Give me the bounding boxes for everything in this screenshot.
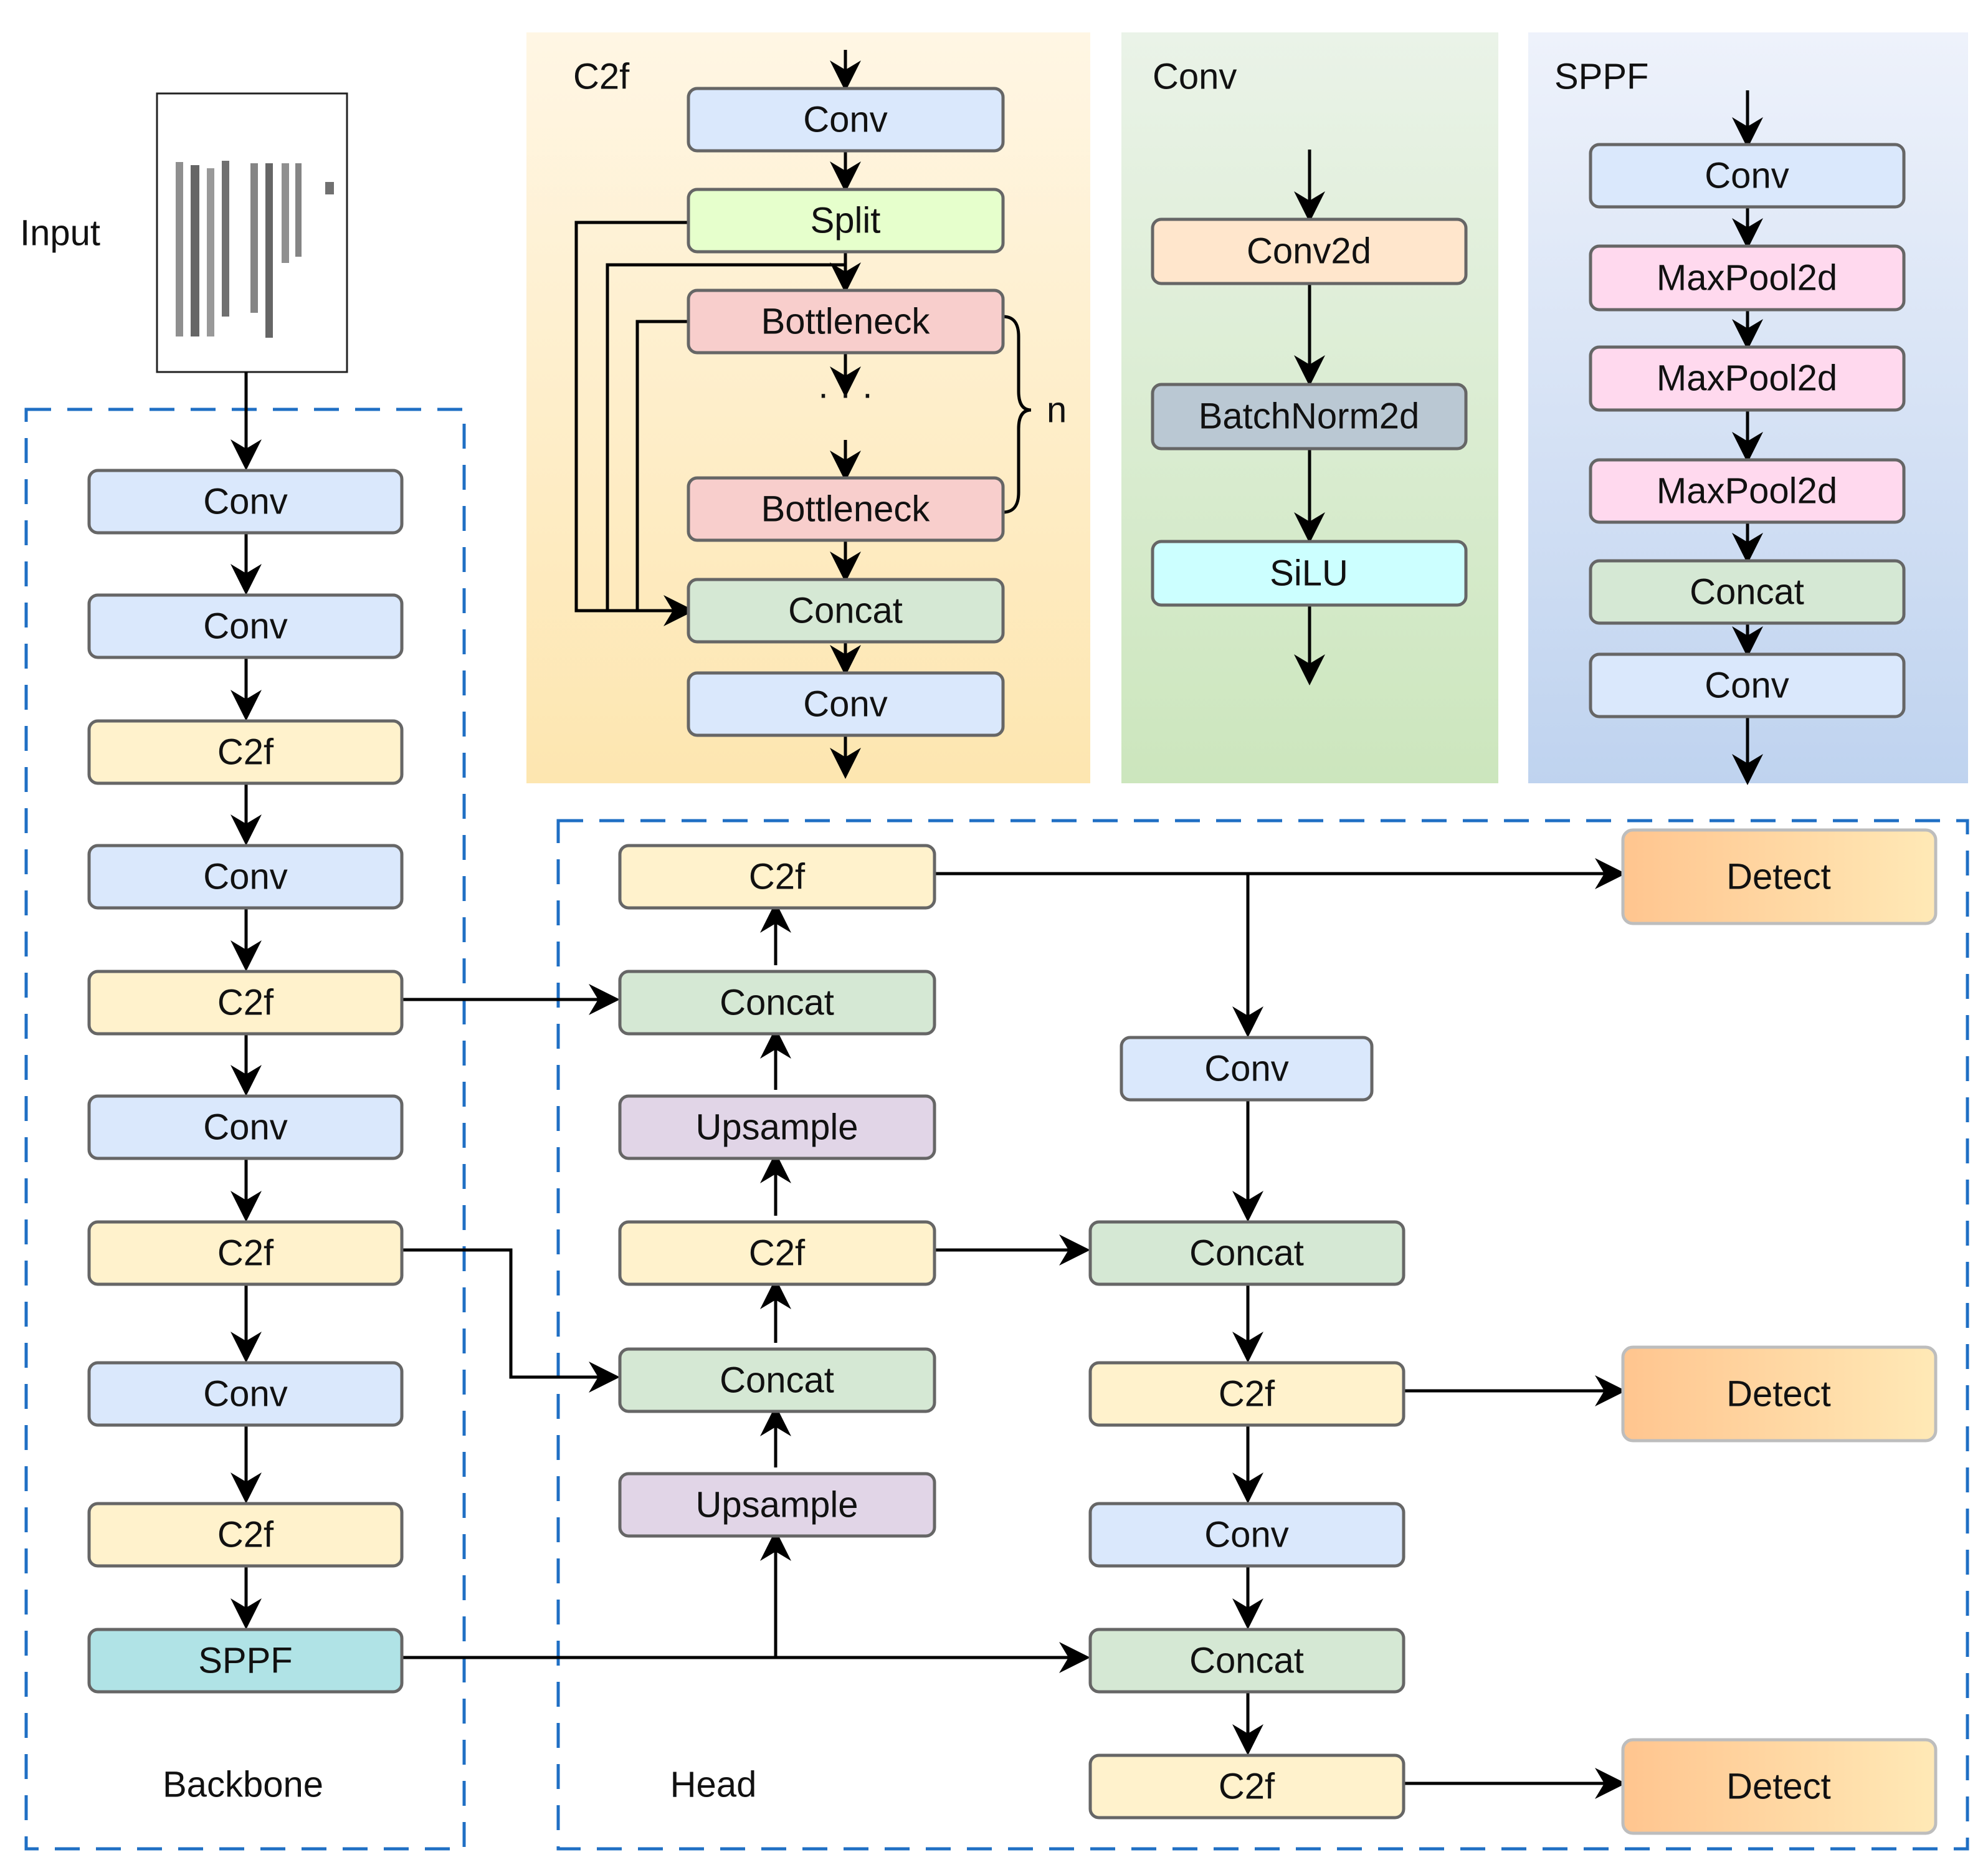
head-right-c2f-bottom: C2f [1088, 1753, 1405, 1820]
backbone-node-c2f-2: C2f [87, 970, 404, 1036]
sppf-panel-conv-bottom: Conv [1589, 652, 1906, 718]
svg-text:Concat: Concat [720, 983, 834, 1023]
head-left-concat-top: Concat [618, 970, 936, 1036]
sppf-panel-title: SPPF [1554, 57, 1649, 97]
svg-text:C2f: C2f [217, 983, 274, 1023]
svg-text:Conv: Conv [803, 100, 887, 140]
c2f-panel-title: C2f [573, 57, 630, 97]
sppf-panel-conv-top: Conv [1589, 143, 1906, 209]
head-right-concat-mid: Concat [1088, 1220, 1405, 1286]
svg-text:Conv: Conv [203, 857, 287, 897]
svg-text:Conv: Conv [203, 1374, 287, 1414]
sppf-panel-maxpool2d-2: MaxPool2d [1589, 345, 1906, 412]
head-label: Head [670, 1765, 757, 1805]
conv-panel-batchnorm2d: BatchNorm2d [1151, 383, 1468, 451]
conv-panel-title: Conv [1153, 57, 1237, 97]
svg-text:Concat: Concat [1690, 572, 1804, 613]
head-right-conv-bottom: Conv [1088, 1502, 1405, 1568]
svg-text:C2f: C2f [217, 732, 274, 773]
svg-text:SPPF: SPPF [198, 1641, 293, 1681]
c2f-panel-connectors [574, 50, 1032, 779]
svg-text:Conv: Conv [203, 606, 287, 647]
svg-text:C2f: C2f [217, 1515, 274, 1555]
backbone-node-c2f-1: C2f [87, 719, 404, 785]
svg-text:Conv2d: Conv2d [1247, 231, 1371, 272]
svg-text:Concat: Concat [788, 591, 903, 631]
input-image [156, 92, 348, 373]
backbone-node-conv-4: Conv [87, 1094, 404, 1160]
svg-text:Conv: Conv [1204, 1049, 1288, 1089]
svg-text:Detect: Detect [1726, 1374, 1831, 1414]
svg-text:Conv: Conv [1705, 156, 1789, 196]
c2f-ellipsis: · · · [817, 374, 873, 414]
svg-text:Concat: Concat [1189, 1641, 1304, 1681]
backbone-to-head-connectors [402, 984, 1090, 1673]
head-right-concat-bottom: Concat [1088, 1628, 1405, 1694]
svg-text:Split: Split [811, 201, 881, 241]
svg-text:Concat: Concat [1189, 1233, 1304, 1274]
svg-text:C2f: C2f [217, 1233, 274, 1274]
head-left-upsample-top: Upsample [618, 1094, 936, 1160]
detect-node-small: Detect [1621, 1738, 1938, 1835]
head-left-c2f-mid: C2f [618, 1220, 936, 1286]
sppf-panel-maxpool2d-1: MaxPool2d [1589, 244, 1906, 312]
backbone-node-sppf: SPPF [87, 1628, 404, 1694]
sppf-panel-maxpool2d-3: MaxPool2d [1589, 458, 1906, 524]
svg-text:MaxPool2d: MaxPool2d [1657, 258, 1837, 298]
head-frame [556, 819, 1969, 1851]
conv-panel-conv2d: Conv2d [1151, 217, 1468, 285]
svg-text:BatchNorm2d: BatchNorm2d [1199, 396, 1420, 437]
svg-text:C2f: C2f [749, 857, 806, 897]
svg-text:Conv: Conv [203, 1107, 287, 1148]
svg-text:MaxPool2d: MaxPool2d [1657, 471, 1837, 512]
backbone-node-c2f-3: C2f [87, 1220, 404, 1286]
backbone-node-conv-5: Conv [87, 1361, 404, 1427]
c2f-panel-background [526, 32, 1090, 783]
svg-text:Bottleneck: Bottleneck [761, 302, 931, 342]
input-label: Input [20, 213, 100, 254]
svg-text:C2f: C2f [749, 1233, 806, 1274]
backbone-node-c2f-4: C2f [87, 1502, 404, 1568]
svg-text:Bottleneck: Bottleneck [761, 489, 931, 530]
c2f-panel-conv-top: Conv [687, 87, 1005, 153]
svg-text:Conv: Conv [803, 684, 887, 725]
head-left-c2f-top: C2f [618, 844, 936, 910]
svg-text:Upsample: Upsample [695, 1485, 858, 1525]
head-left-concat-mid: Concat [618, 1347, 936, 1413]
svg-text:Upsample: Upsample [695, 1107, 858, 1148]
svg-text:Conv: Conv [1204, 1515, 1288, 1555]
detect-node-large: Detect [1621, 828, 1938, 925]
svg-text:Conv: Conv [203, 482, 287, 522]
svg-text:C2f: C2f [1219, 1767, 1275, 1807]
repeat-brace [1002, 315, 1032, 514]
head-right-conv-top: Conv [1120, 1036, 1374, 1102]
svg-text:C2f: C2f [1219, 1374, 1275, 1414]
c2f-panel-concat: Concat [687, 578, 1005, 644]
c2f-panel-split: Split [687, 188, 1005, 254]
head-connectors [760, 858, 1626, 1799]
repeat-count-label: n [1047, 390, 1067, 431]
svg-text:Conv: Conv [1705, 665, 1789, 706]
detect-node-medium: Detect [1621, 1345, 1938, 1443]
head-right-c2f-mid: C2f [1088, 1361, 1405, 1427]
sppf-panel-concat: Concat [1589, 559, 1906, 625]
svg-text:SiLU: SiLU [1270, 553, 1348, 594]
svg-text:MaxPool2d: MaxPool2d [1657, 358, 1837, 399]
c2f-panel-bottleneck-n: Bottleneck [687, 476, 1005, 542]
backbone-node-conv-1: Conv [87, 469, 404, 535]
svg-text:Detect: Detect [1726, 857, 1831, 897]
svg-text:Concat: Concat [720, 1360, 834, 1401]
document-page-icon [176, 161, 334, 338]
svg-text:Detect: Detect [1726, 1767, 1831, 1807]
c2f-panel-conv-bottom: Conv [687, 671, 1005, 737]
c2f-panel-bottleneck-1: Bottleneck [687, 289, 1005, 355]
conv-panel-silu: SiLU [1151, 540, 1468, 607]
backbone-node-conv-3: Conv [87, 844, 404, 910]
head-left-upsample-bottom: Upsample [618, 1472, 936, 1538]
backbone-node-conv-2: Conv [87, 593, 404, 659]
backbone-label: Backbone [163, 1765, 323, 1805]
